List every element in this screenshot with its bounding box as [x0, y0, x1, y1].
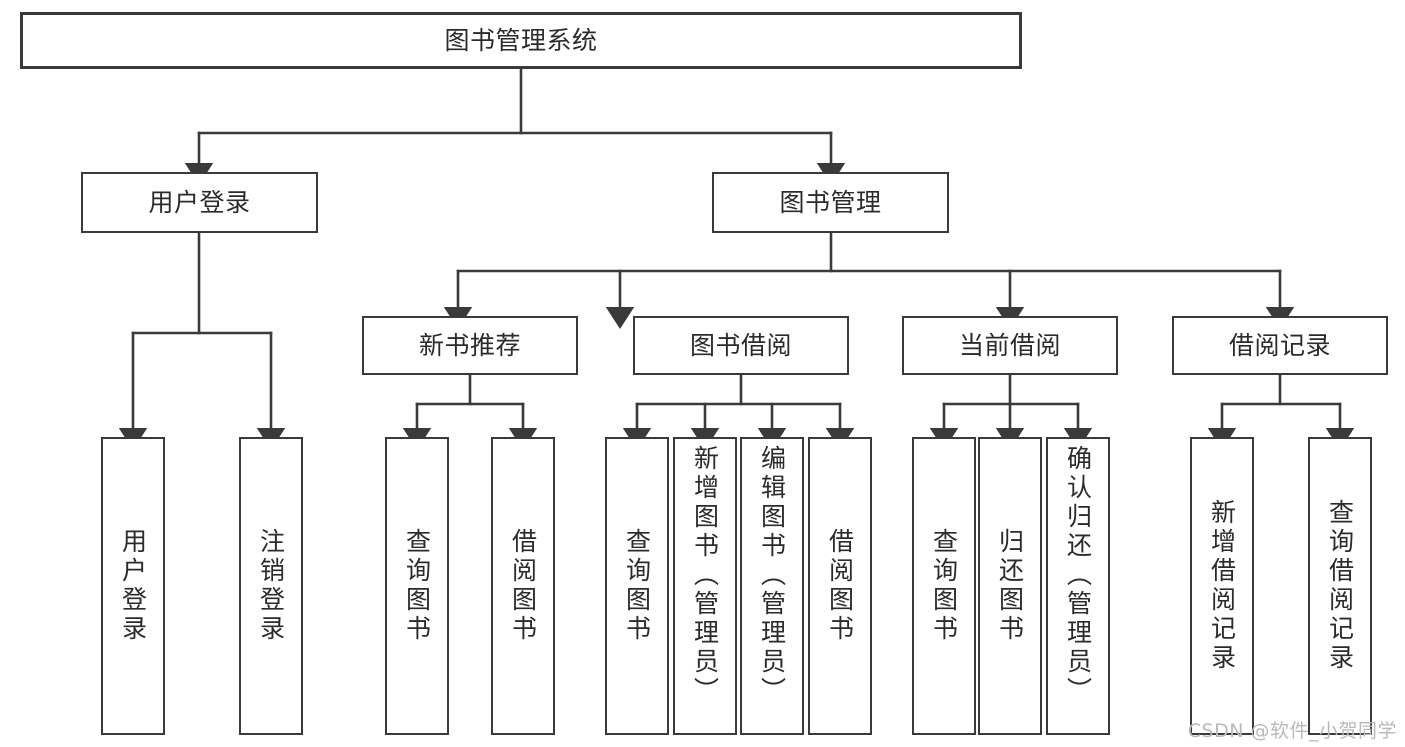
node-new-book-recommend[interactable]: 新书推荐	[362, 316, 578, 375]
leaf-logout-label: 注销登录	[256, 528, 286, 644]
node-current-borrow[interactable]: 当前借阅	[902, 316, 1118, 375]
leaf-add-borrow-record-label: 新增借阅记录	[1207, 499, 1237, 673]
leaf-user-login[interactable]: 用户登录	[101, 437, 165, 735]
leaf-new-book-borrow-label: 借阅图书	[508, 528, 538, 644]
node-new-book-recommend-label: 新书推荐	[418, 330, 521, 360]
node-current-borrow-label: 当前借阅	[958, 330, 1061, 360]
leaf-query-borrow-record[interactable]: 查询借阅记录	[1308, 437, 1372, 735]
node-book-management[interactable]: 图书管理	[712, 172, 949, 233]
leaf-current-query-book-label: 查询图书	[929, 528, 959, 644]
leaf-confirm-return-admin-label: 确认归还（管理员）	[1063, 445, 1093, 706]
leaf-edit-book-admin-label: 编辑图书（管理员）	[757, 445, 787, 706]
leaf-borrow-book[interactable]: 借阅图书	[808, 437, 872, 735]
leaf-user-login-label: 用户登录	[118, 528, 148, 644]
leaf-new-book-query[interactable]: 查询图书	[385, 437, 449, 735]
leaf-borrow-query-book[interactable]: 查询图书	[605, 437, 669, 735]
leaf-return-book-label: 归还图书	[995, 528, 1025, 644]
node-borrow-record-label: 借阅记录	[1228, 330, 1331, 360]
leaf-add-borrow-record[interactable]: 新增借阅记录	[1190, 437, 1254, 735]
leaf-return-book[interactable]: 归还图书	[978, 437, 1042, 735]
node-user-login[interactable]: 用户登录	[81, 172, 318, 233]
leaf-edit-book-admin[interactable]: 编辑图书（管理员）	[740, 437, 804, 735]
leaf-new-book-borrow[interactable]: 借阅图书	[491, 437, 555, 735]
leaf-borrow-book-label: 借阅图书	[825, 528, 855, 644]
leaf-add-book-admin-label: 新增图书（管理员）	[690, 445, 720, 706]
leaf-current-query-book[interactable]: 查询图书	[912, 437, 976, 735]
node-root[interactable]: 图书管理系统	[20, 12, 1022, 69]
leaf-query-borrow-record-label: 查询借阅记录	[1325, 499, 1355, 673]
leaf-add-book-admin[interactable]: 新增图书（管理员）	[673, 437, 737, 735]
leaf-logout[interactable]: 注销登录	[239, 437, 303, 735]
leaf-new-book-query-label: 查询图书	[402, 528, 432, 644]
node-root-label: 图书管理系统	[444, 25, 598, 55]
node-book-borrow-label: 图书借阅	[689, 330, 792, 360]
node-user-login-label: 用户登录	[148, 187, 251, 217]
leaf-confirm-return-admin[interactable]: 确认归还（管理员）	[1046, 437, 1110, 735]
leaf-borrow-query-book-label: 查询图书	[622, 528, 652, 644]
node-book-borrow[interactable]: 图书借阅	[633, 316, 849, 375]
node-borrow-record[interactable]: 借阅记录	[1172, 316, 1388, 375]
node-book-management-label: 图书管理	[779, 187, 882, 217]
csdn-watermark: CSDN @软件_小贺同学	[1187, 720, 1397, 742]
